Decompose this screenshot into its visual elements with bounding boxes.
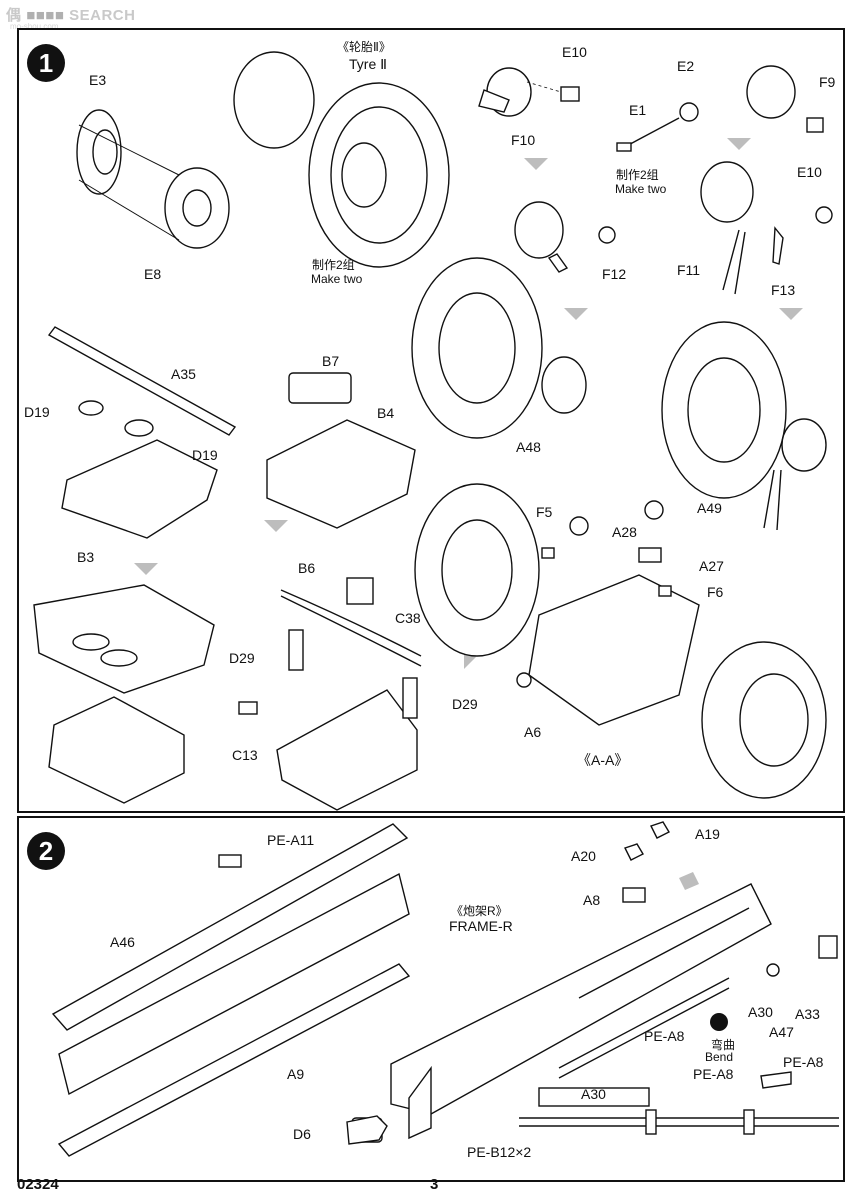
part-label-f10: F10	[511, 132, 536, 148]
part-label-c13: C13	[232, 747, 258, 763]
part-label-b6: B6	[298, 560, 316, 576]
section-label-a-a: 《A-A》	[577, 752, 629, 768]
part-label-e3: E3	[89, 72, 107, 88]
watermark-logo: 偶 ■■■■ SEARCH	[6, 7, 136, 24]
bend-label-en: Bend	[705, 1050, 734, 1064]
part-label-d6: D6	[293, 1126, 311, 1142]
part-label-b4: B4	[377, 405, 395, 421]
step-1-illustration	[33, 51, 833, 811]
part-label-pe-a8-a: PE-A8	[644, 1028, 685, 1044]
part-label-d19-a: D19	[24, 404, 50, 420]
part-label-b3: B3	[77, 549, 95, 565]
step-2-panel: 2 PE-A11 《炮架R》 FRAME-R A	[17, 816, 845, 1182]
part-label-a8: A8	[583, 892, 601, 908]
part-label-a47: A47	[769, 1024, 794, 1040]
make-two-en-a: Make two	[311, 272, 363, 286]
part-label-e8: E8	[144, 266, 162, 282]
part-label-pe-a8-b: PE-A8	[783, 1054, 824, 1070]
part-label-a6: A6	[524, 724, 542, 740]
part-label-f9: F9	[819, 74, 836, 90]
part-label-a19: A19	[695, 826, 720, 842]
part-label-d29-b: D29	[452, 696, 478, 712]
watermark-brand: SEARCH	[69, 7, 136, 24]
part-label-a33: A33	[795, 1006, 820, 1022]
part-label-f5: F5	[536, 504, 553, 520]
part-label-a35: A35	[171, 366, 196, 382]
part-label-e1: E1	[629, 102, 647, 118]
part-label-e10-b: E10	[797, 164, 822, 180]
tyre-label-cn: 《轮胎Ⅱ》	[337, 40, 391, 54]
product-code: 02324	[17, 1176, 59, 1193]
part-label-a30-b: A30	[581, 1086, 606, 1102]
frame-label-en: FRAME-R	[449, 918, 513, 934]
part-label-a46: A46	[110, 934, 135, 950]
part-label-e2: E2	[677, 58, 695, 74]
part-label-f13: F13	[771, 282, 796, 298]
part-label-f12: F12	[602, 266, 627, 282]
part-label-a28: A28	[612, 524, 637, 540]
part-label-pe-a11: PE-A11	[267, 832, 315, 848]
make-two-cn-b: 制作2组	[616, 168, 659, 182]
step-1-panel: 1	[17, 28, 845, 813]
part-label-f11: F11	[677, 262, 701, 278]
part-label-a27: A27	[699, 558, 724, 574]
part-label-f6: F6	[707, 584, 724, 600]
part-label-b7: B7	[322, 353, 340, 369]
part-label-d19-b: D19	[192, 447, 218, 463]
tyre-label-en: Tyre Ⅱ	[349, 56, 388, 72]
frame-label-cn: 《炮架R》	[451, 904, 508, 918]
part-label-a49: A49	[697, 500, 722, 516]
step-2-illustration	[51, 821, 839, 1157]
part-label-a9: A9	[287, 1066, 305, 1082]
part-label-pe-b12: PE-B12×2	[467, 1144, 532, 1160]
step-1-badge: 1	[27, 44, 65, 82]
watermark-site: mo-shou.com	[10, 22, 59, 31]
part-label-d29-a: D29	[229, 650, 255, 666]
part-label-a48: A48	[516, 439, 541, 455]
part-label-a30-a: A30	[748, 1004, 773, 1020]
part-label-pe-a8-c: PE-A8	[693, 1066, 734, 1082]
make-two-cn-a: 制作2组	[312, 258, 355, 272]
part-label-c38: C38	[395, 610, 421, 626]
part-label-a20: A20	[571, 848, 596, 864]
make-two-en-b: Make two	[615, 182, 667, 196]
page-number: 3	[430, 1176, 439, 1193]
step-2-badge: 2	[27, 832, 65, 870]
bend-label-cn: 弯曲	[711, 1038, 736, 1052]
part-label-e10-a: E10	[562, 44, 587, 60]
